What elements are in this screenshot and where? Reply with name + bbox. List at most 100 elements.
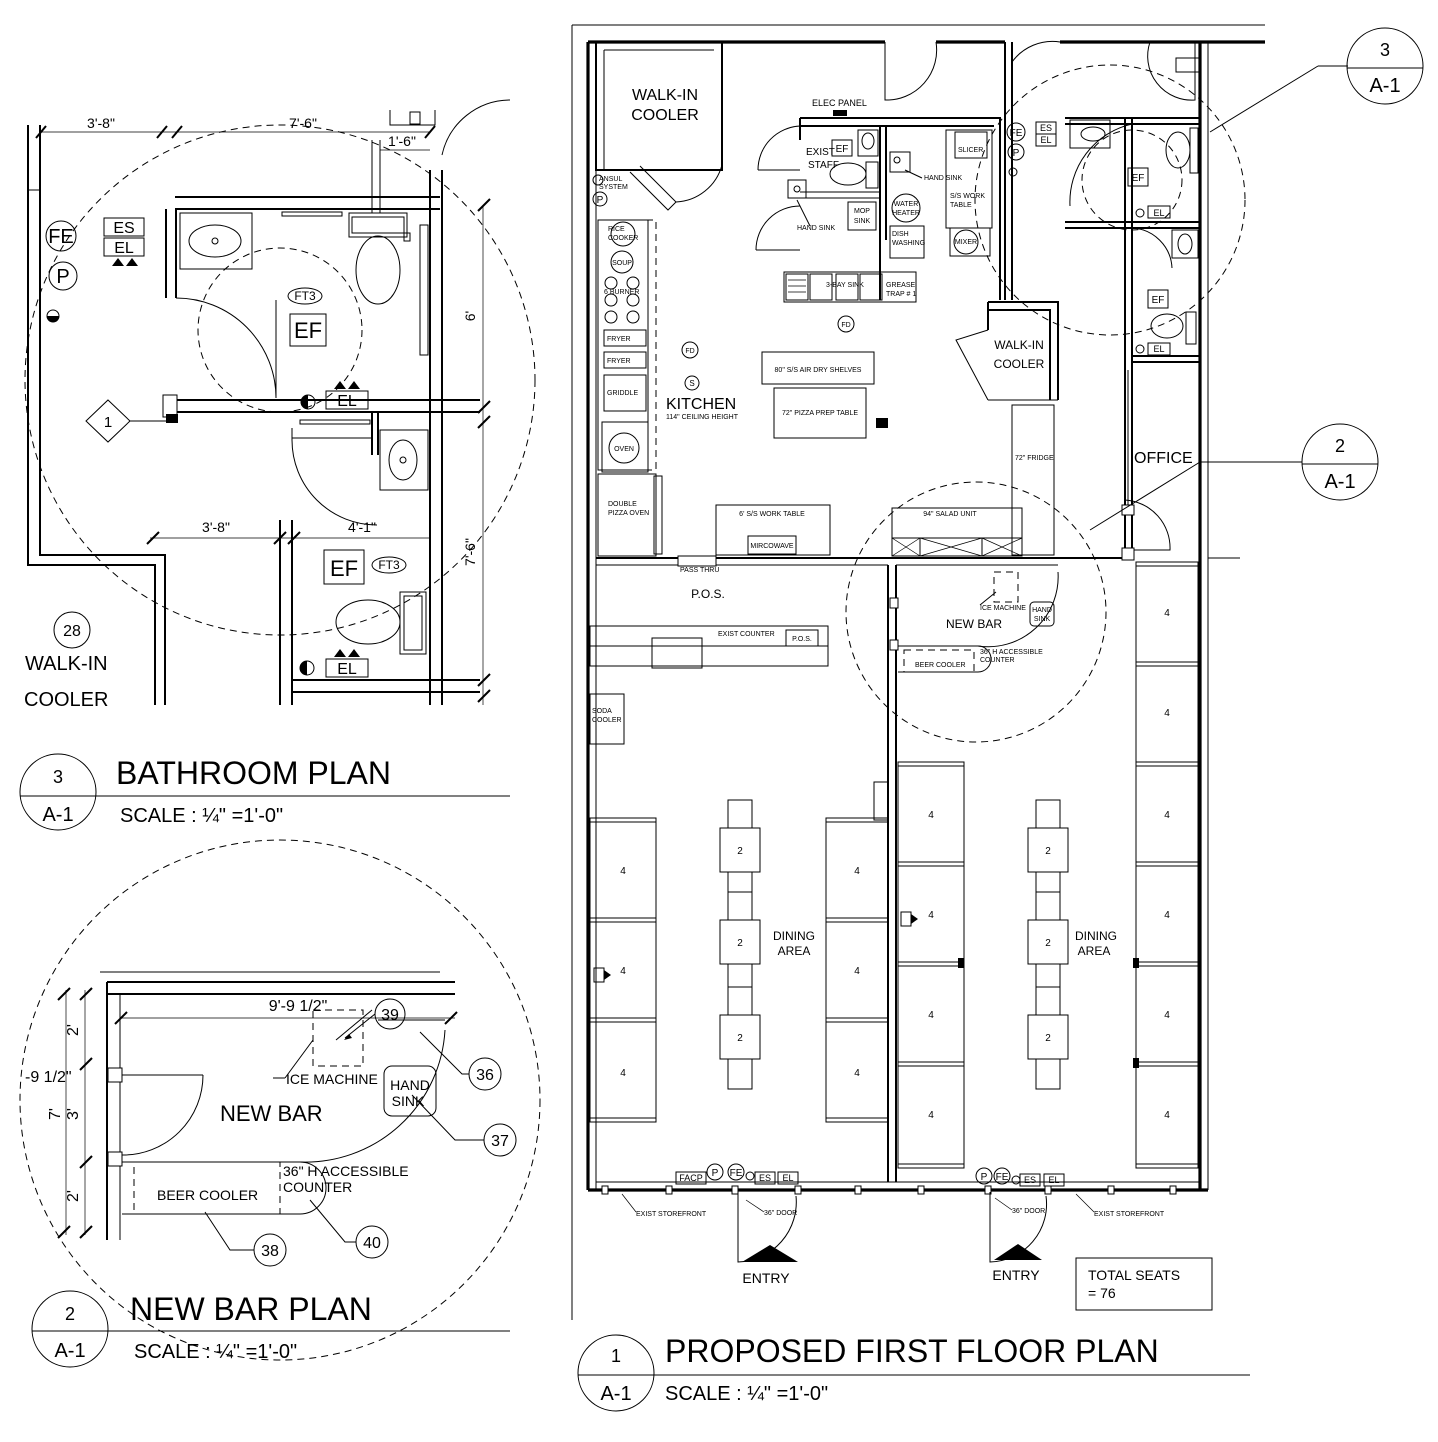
walk-in-label: WALK-IN <box>25 653 108 675</box>
first-floor-plan: WALK-IN COOLER ANSUL SYSTEM P ELEC PANEL… <box>571 24 1424 1412</box>
mop-sink-label-2: SINK <box>854 218 871 225</box>
sprinkler-tag: S <box>689 379 694 388</box>
tag-38: 38 <box>261 1243 279 1260</box>
ceiling-height-label: 114" CEILING HEIGHT <box>666 414 739 421</box>
floor-drain: FD <box>841 322 850 329</box>
door-label-2: 36" DOOR <box>1012 1208 1045 1215</box>
two-top-table <box>719 827 761 873</box>
pull-station-tag: P <box>56 266 69 288</box>
booth-seat-count: 4 <box>854 866 860 877</box>
floor-drain-2: FD <box>685 348 694 355</box>
two-top-table <box>1027 919 1069 965</box>
ice-machine-label-plan: ICE MACHINE <box>980 605 1026 612</box>
six-burner-range <box>604 276 640 324</box>
fire-extinguisher-bottom: FE <box>730 1168 743 1179</box>
table-seat-count: 2 <box>1045 846 1051 857</box>
fridge-label: 72" FRIDGE <box>1015 455 1054 462</box>
hand-sink-label-b: HAND SINK <box>924 175 962 182</box>
fire-extinguisher-plan: FE <box>1010 128 1023 139</box>
chair <box>1035 799 1061 831</box>
chair <box>1035 986 1061 1018</box>
accessible-counter-plan: 36" H ACCESSIBLE <box>980 649 1043 656</box>
section-marker: 1 <box>104 414 112 431</box>
floor-plan-scale: SCALE : ¼" =1'-0" <box>665 1383 828 1405</box>
callout-3-sheet: A-1 <box>1369 75 1400 97</box>
six-burner-label: 6 BURNER <box>604 289 639 296</box>
exhaust-fan-tag: EF <box>294 318 322 343</box>
chair <box>727 986 753 1018</box>
ice-machine-label: ICE MACHINE <box>286 1071 378 1087</box>
bar-dim-5: 2' <box>65 1190 82 1202</box>
exist-staff-label: EXIST <box>806 147 835 158</box>
walk-in-cooler-label-2: COOLER <box>631 107 699 124</box>
bar-plan-scale: SCALE : ¼" =1'-0" <box>134 1341 297 1363</box>
water-heater-label: WATER <box>894 201 919 208</box>
air-dry-shelves-label: 80" S/S AIR DRY SHELVES <box>775 367 862 374</box>
cooler-label: COOLER <box>24 689 108 711</box>
counter-label-2: COUNTER <box>283 1179 352 1195</box>
callout-2-sheet: A-1 <box>1324 471 1355 493</box>
tag-40: 40 <box>363 1235 381 1252</box>
total-seats-label: TOTAL SEATS <box>1088 1267 1180 1283</box>
office-label: OFFICE <box>1134 450 1193 467</box>
beer-cooler-label: BEER COOLER <box>157 1187 258 1203</box>
bath-plan-scale: SCALE : ¼" =1'-0" <box>120 805 283 827</box>
two-top-table <box>1027 1014 1069 1060</box>
storefront <box>600 1185 1185 1195</box>
ansul-label-2: SYSTEM <box>599 184 628 191</box>
walk-in-cooler-tag: 28 <box>63 623 81 640</box>
chair <box>727 799 753 831</box>
booth-seat-count: 4 <box>1164 708 1170 719</box>
exit-sign-bottom-2: ES <box>1024 1175 1036 1185</box>
table-seat-count: 2 <box>737 938 743 949</box>
exist-storefront-label-2: EXIST STOREFRONT <box>1094 1211 1165 1218</box>
chair <box>1035 891 1061 923</box>
table-seat-count: 2 <box>1045 1033 1051 1044</box>
dining-area-label: DINING <box>773 929 815 943</box>
bar-dim-2: -9 1/2" <box>25 1069 72 1086</box>
bar-sheet-number: A-1 <box>54 1340 85 1362</box>
salad-unit-label: 94" SALAD UNIT <box>923 511 977 518</box>
pull-station: P <box>597 195 604 206</box>
fixture-tag-ft3-2: FT3 <box>378 558 400 572</box>
table-seat-count: 2 <box>737 1033 743 1044</box>
em-light-bottom: EL <box>782 1173 793 1183</box>
soda-cooler-label-2: COOLER <box>592 717 622 724</box>
table-seat-count: 2 <box>737 846 743 857</box>
facp-label: FACP <box>679 1173 703 1183</box>
table-seat-count: 2 <box>1045 938 1051 949</box>
fire-extinguisher-bottom-2: FE <box>996 1172 1009 1183</box>
bar-dim-3: 2' <box>65 1024 82 1036</box>
exit-sign-tag: ES <box>113 220 134 237</box>
mixer-label: MIXER <box>955 239 977 246</box>
work-table-label: 6' S/S WORK TABLE <box>739 511 805 518</box>
restroom-exhaust-fan-2: EF <box>1152 295 1165 306</box>
restroom-em-light-2: EL <box>1153 344 1164 354</box>
new-bar-plan: 9'-9 1/2" -9 1/2" 2' 3' 2' 7' ICE MACHIN… <box>19 839 541 1368</box>
bath-plan-title: BATHROOM PLAN <box>116 755 391 791</box>
booth-seat-count: 4 <box>620 866 626 877</box>
bath-detail-number: 3 <box>53 767 63 787</box>
exhaust-fan-tag-2: EF <box>330 556 358 581</box>
dish-washing-label: DISH <box>892 231 909 238</box>
pos-box-label: P.O.S. <box>792 636 812 643</box>
tag-36: 36 <box>476 1067 494 1084</box>
pull-station-bottom: P <box>712 1168 719 1179</box>
bath-dim-1: 3'-8" <box>87 115 115 131</box>
dining-area-label-2: AREA <box>778 944 811 958</box>
booth-seat-count: 4 <box>620 966 626 977</box>
bar-detail-number: 2 <box>65 1304 75 1324</box>
hand-sink-label-a: HAND SINK <box>797 225 835 232</box>
hand-sink-label-2: SINK <box>392 1093 425 1109</box>
chair <box>727 891 753 923</box>
booth-seat-count: 4 <box>620 1068 626 1079</box>
bar-plan-title: NEW BAR PLAN <box>130 1291 372 1327</box>
bar-dim-4: 3' <box>65 1108 82 1120</box>
water-heater-label-2: HEATER <box>892 210 920 217</box>
fire-extinguisher-tag: FE <box>48 226 74 248</box>
booth-seat-count: 4 <box>1164 1010 1170 1021</box>
booth-seat-count: 4 <box>1164 910 1170 921</box>
electrical-panel-label: ELEC PANEL <box>812 98 867 108</box>
